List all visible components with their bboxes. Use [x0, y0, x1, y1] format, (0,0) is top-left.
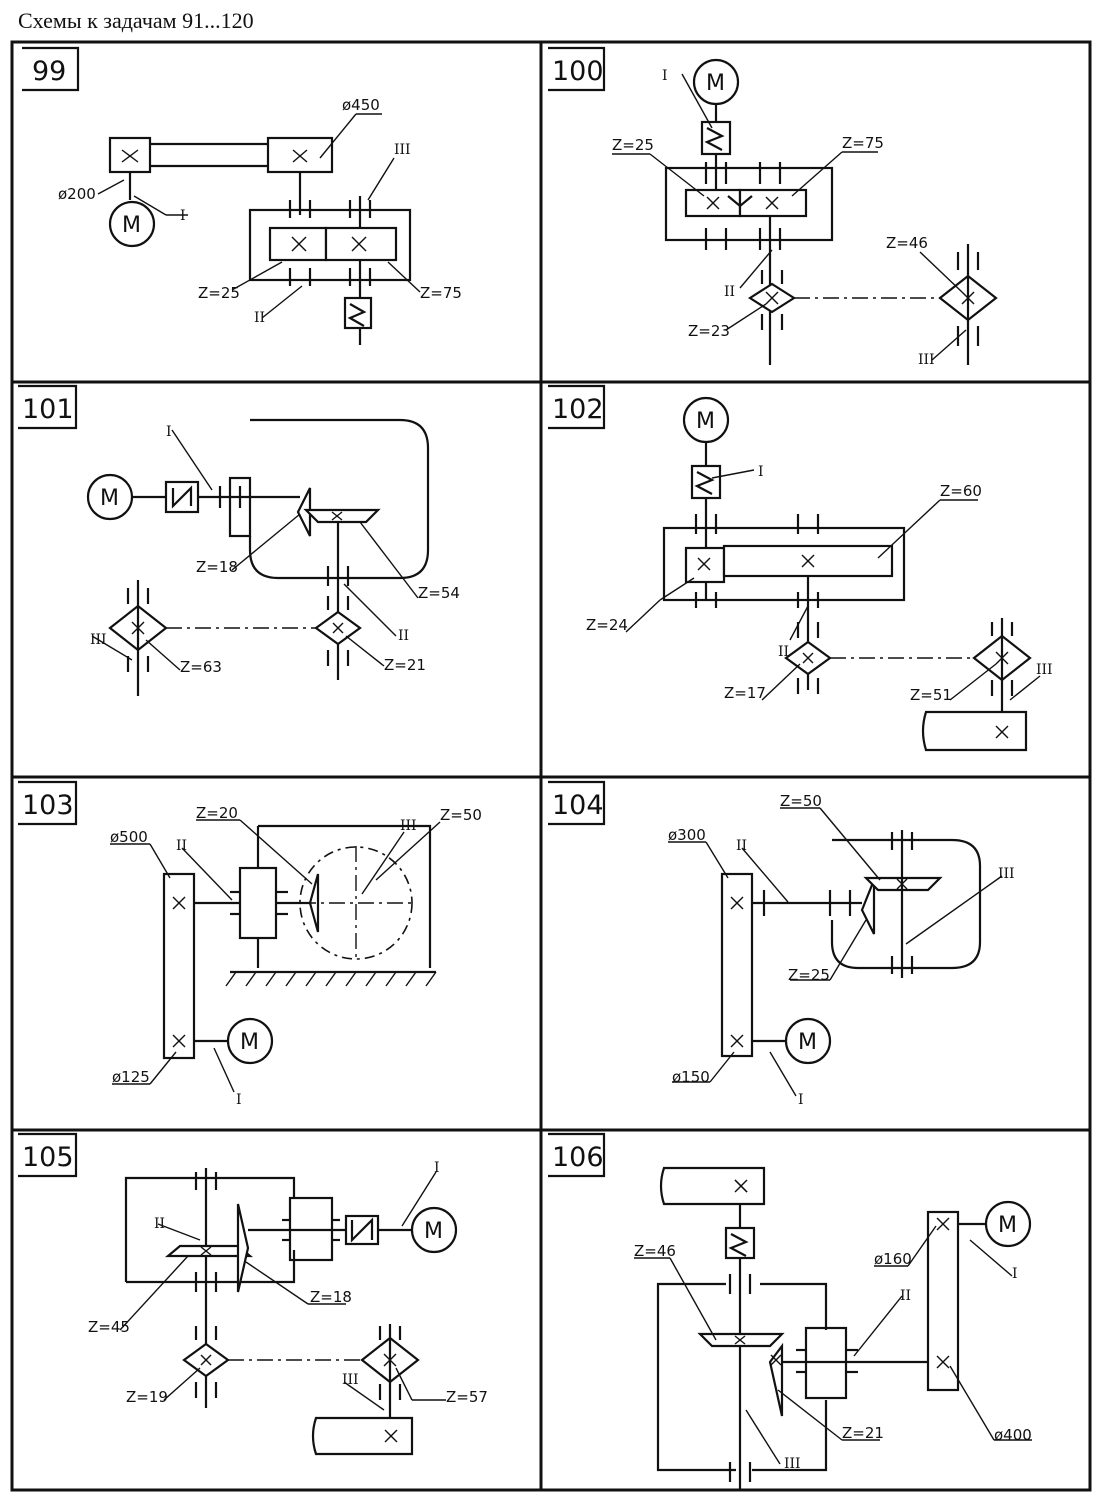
z-b-label: Z=75	[842, 134, 884, 152]
panel-number-box-101: 101	[18, 384, 78, 430]
panel-number: 106	[552, 1142, 604, 1173]
panel-number-box-106: 106	[548, 1132, 606, 1178]
d-large-label: ø400	[994, 1426, 1032, 1444]
z-d-label: Z=57	[446, 1388, 488, 1406]
panel-number-box-105: 105	[18, 1132, 78, 1178]
scheme-103: М ø500 ø125 Z=20 Z=50 I II III	[110, 804, 482, 1108]
z-a-label: Z=25	[612, 136, 654, 154]
motor-symbol	[784, 1017, 832, 1065]
motor-label: М	[122, 213, 141, 238]
motor-symbol	[984, 1200, 1032, 1248]
z-a-label: Z=18	[196, 558, 238, 576]
ground-hatch	[225, 971, 437, 987]
scheme-102: М I II III Z=60	[586, 396, 1053, 752]
shaft-2-label: II	[736, 838, 747, 854]
z-a-label: Z=60	[940, 482, 982, 500]
shaft-1-label: I	[758, 464, 764, 480]
shaft-3-label: III	[784, 1456, 801, 1472]
motor-label-label: М	[696, 409, 715, 434]
panel-number-box-104: 104	[548, 780, 606, 826]
d-small-label: ø150	[672, 1068, 710, 1086]
scheme-104: М ø300 ø150 Z=50 Z=25 I II III	[668, 792, 1015, 1108]
shaft-2-label: II	[778, 644, 789, 660]
z-d-label: Z=23	[688, 322, 730, 340]
z-b-label: Z=24	[586, 616, 628, 634]
panel-number: 104	[552, 790, 604, 821]
shaft-2-label: II	[398, 628, 409, 644]
z-a-label: Z=46	[634, 1242, 676, 1260]
shaft-1-label: I	[1012, 1266, 1018, 1282]
z-b-label: Z=54	[418, 584, 460, 602]
shaft-2-label: II	[176, 838, 187, 854]
motor-label-label: М	[798, 1030, 817, 1055]
d-small-label: ø125	[112, 1068, 150, 1086]
panel-number-box-100: 100	[548, 46, 606, 92]
shaft-2-label: II	[724, 284, 735, 300]
shaft-3-label: III	[90, 632, 107, 648]
shaft-1-label: I	[798, 1092, 804, 1108]
z-a-label: Z=45	[88, 1318, 130, 1336]
d-small-label: ø160	[874, 1250, 912, 1268]
scheme-105: М I II III Z=45 Z=18 Z=19 Z=57	[88, 1160, 488, 1456]
motor-label-label: М	[100, 486, 119, 511]
z-c-label: Z=19	[126, 1388, 168, 1406]
d-large-label: ø300	[668, 826, 706, 844]
z-d-label: Z=21	[384, 656, 426, 674]
panel-number-box-102: 102	[548, 384, 606, 430]
shaft-3-label: III	[400, 818, 417, 834]
motor-label-label: М	[424, 1219, 443, 1244]
z-c-label: Z=46	[886, 234, 928, 252]
scheme-99: М ø450 ø200 I II III Z=25 Z=75	[58, 96, 462, 345]
d-large-label: ø450	[342, 96, 380, 114]
motor-label-label: М	[240, 1030, 259, 1055]
shaft-1-label: I	[236, 1092, 242, 1108]
motor-symbol	[108, 200, 156, 248]
scheme-101: М I II III Z=18 Z=54 Z=63 Z	[86, 418, 460, 696]
shaft-3-label: III	[1036, 662, 1053, 678]
panel-number: 103	[22, 790, 74, 821]
z-d-label: Z=51	[910, 686, 952, 704]
shaft-1-label: I	[434, 1160, 440, 1176]
panel-number: 100	[552, 56, 604, 87]
page-title: Схемы к задачам 91...120	[18, 8, 254, 33]
scheme-100: М I II III Z=25	[612, 58, 998, 368]
panel-number-box-103: 103	[18, 780, 78, 826]
motor-label-label: М	[706, 71, 725, 96]
scheme-106: М Z=46 Z=21 ø160 ø400 I II III	[634, 1166, 1032, 1490]
sheet-grid	[10, 40, 1092, 1492]
panel-number: 101	[22, 394, 74, 425]
z-c-label: Z=17	[724, 684, 766, 702]
shaft-2-label: II	[154, 1216, 165, 1232]
z-b-label: Z=18	[310, 1288, 352, 1306]
z-b-label: Z=50	[440, 806, 482, 824]
panel-number-box-99: 99	[22, 46, 80, 92]
panel-number: 102	[552, 394, 604, 425]
shaft-2-label: II	[254, 310, 265, 326]
z-small-label: Z=25	[198, 284, 240, 302]
shaft-3-label: III	[918, 352, 935, 368]
shaft-3-label: III	[342, 1372, 359, 1388]
shaft-2-label: II	[900, 1288, 911, 1304]
z-a-label: Z=20	[196, 804, 238, 822]
shaft-1-label: I	[180, 208, 186, 224]
motor-symbol	[226, 1017, 274, 1065]
z-b-label: Z=25	[788, 966, 830, 984]
shaft-1-label: I	[662, 68, 668, 84]
d-small-label: ø200	[58, 185, 96, 203]
d-large-label: ø500	[110, 828, 148, 846]
motor-symbol	[410, 1206, 458, 1254]
shaft-3-label: III	[394, 142, 411, 158]
motor-label-label: М	[998, 1213, 1017, 1238]
shaft-3-label: III	[998, 866, 1015, 882]
z-large-label: Z=75	[420, 284, 462, 302]
panel-number: 99	[32, 56, 66, 87]
z-a-label: Z=50	[780, 792, 822, 810]
panel-number: 105	[22, 1142, 74, 1173]
z-c-label: Z=63	[180, 658, 222, 676]
z-b-label: Z=21	[842, 1424, 884, 1442]
shaft-1-label: I	[166, 424, 172, 440]
